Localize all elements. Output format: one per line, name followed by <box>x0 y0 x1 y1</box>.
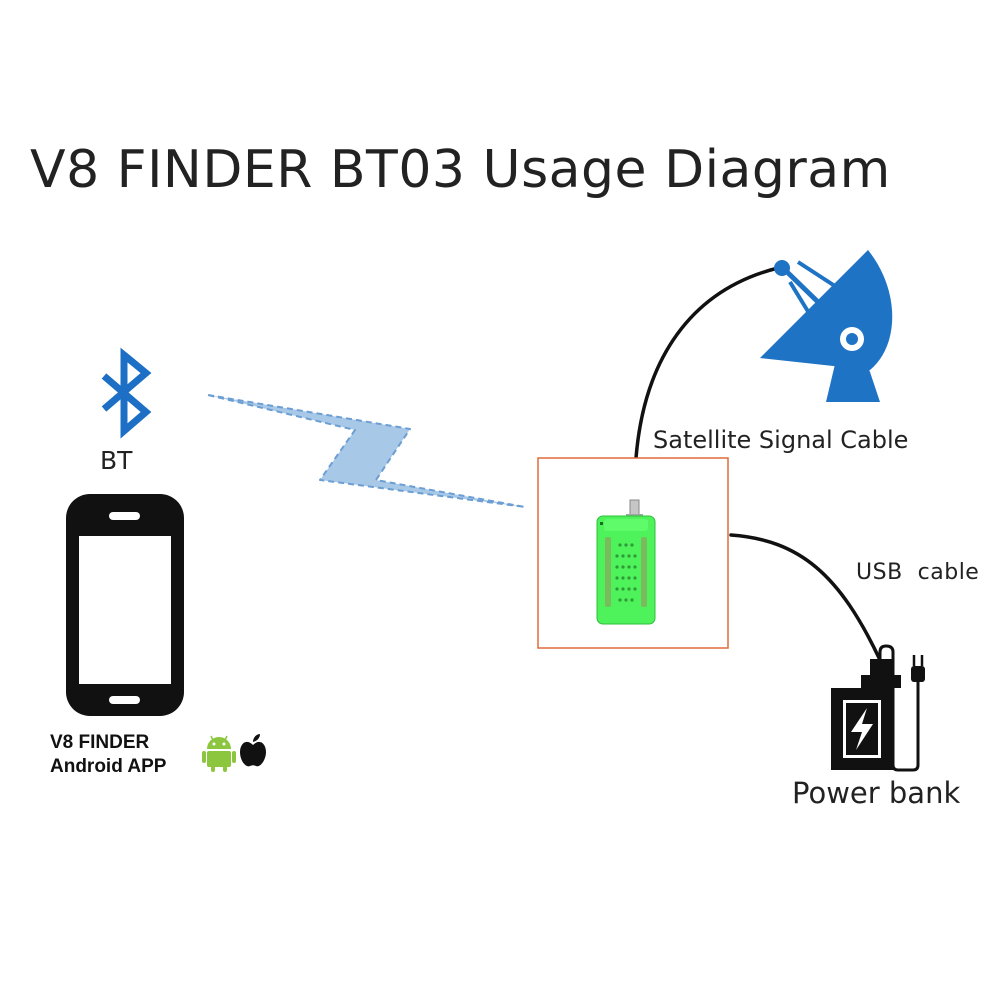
diagram-title: V8 FINDER BT03 Usage Diagram <box>30 140 891 200</box>
power-cord <box>878 644 920 772</box>
bluetooth-icon <box>101 347 152 439</box>
usb-cable <box>729 533 882 662</box>
phone-app-label-line1: V8 FINDER <box>50 732 150 753</box>
power-bank-icon <box>831 659 901 770</box>
power-bank-label: Power bank <box>792 776 961 810</box>
bluetooth-label: BT <box>100 446 133 475</box>
satellite-dish-icon <box>760 250 893 402</box>
phone-app-label-line2: Android APP <box>50 756 167 777</box>
apple-icon <box>240 734 266 767</box>
usb-cable-label: USB cable <box>856 560 980 585</box>
bluetooth-signal-lightning <box>207 394 526 508</box>
v8-finder-device <box>596 499 656 625</box>
power-plug-icon <box>911 655 925 682</box>
phone-app-label: V8 FINDER Android APP <box>50 731 166 779</box>
smartphone-icon <box>66 494 184 716</box>
satellite-signal-cable <box>634 266 780 460</box>
satellite-cable-label: Satellite Signal Cable <box>653 426 909 454</box>
android-icon <box>202 735 236 772</box>
